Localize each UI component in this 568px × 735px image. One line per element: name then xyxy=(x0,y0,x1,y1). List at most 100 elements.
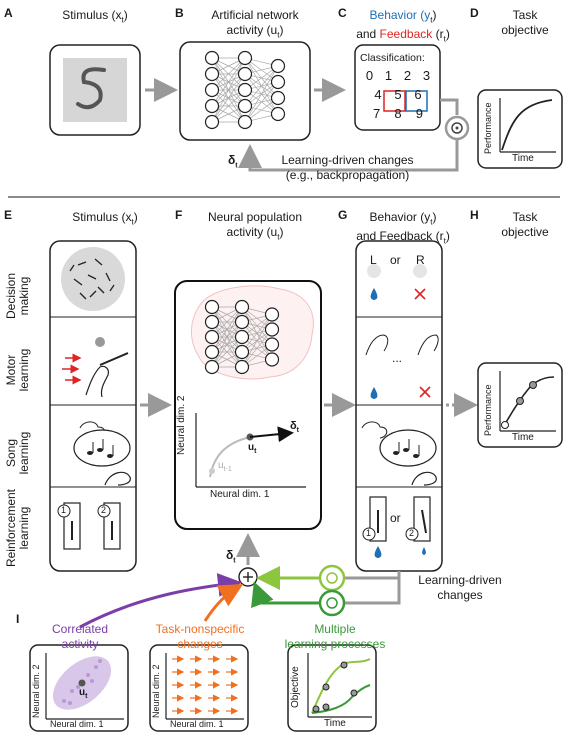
nonspecific-line1: Task-nonspecific xyxy=(155,622,245,636)
panel-c-behavior: Behavior (y xyxy=(369,8,431,22)
perf-point-3 xyxy=(529,381,537,389)
network-node xyxy=(204,114,220,130)
panel-h-title-line2: objective xyxy=(501,225,549,239)
multiple-line1: Multiple xyxy=(314,622,356,636)
network-edge xyxy=(241,329,273,368)
classification-label: Classification: xyxy=(360,52,425,64)
i-dim2-label-1: Neural dim. 2 xyxy=(31,664,41,718)
perf-point-1 xyxy=(501,421,509,429)
panel-c-sub-y: t xyxy=(430,15,433,25)
backprop-line1: Learning-driven changes xyxy=(281,153,414,167)
slow-learning-curve xyxy=(311,684,371,714)
reach-hand-1-icon xyxy=(365,334,389,356)
nonspecific-title: Task-nonspecific changes xyxy=(140,622,260,652)
delta-bottom-sub: t xyxy=(233,557,236,565)
network-node xyxy=(204,66,220,82)
music-notes-icon-2 xyxy=(393,448,419,458)
feedback-darkgreen-arrow xyxy=(251,581,319,609)
network-node xyxy=(204,329,220,345)
multiple-processes-box xyxy=(287,644,377,732)
objective-ylabel-i: Objective xyxy=(290,666,301,708)
digit-1: 1 xyxy=(384,68,393,83)
lever-two-label: 2 xyxy=(409,528,415,538)
manipulandum-handle xyxy=(99,352,129,366)
arrow-c-target xyxy=(440,98,459,115)
target-icon-dot xyxy=(455,126,459,130)
choice-or-label: or xyxy=(390,253,401,267)
panel-b-close: ) xyxy=(279,23,284,37)
network-node xyxy=(270,58,286,74)
delta-top-sym: δ xyxy=(228,153,236,167)
network-edge xyxy=(211,57,246,91)
panel-letter-c: C xyxy=(338,6,347,20)
panel-g-close2: ) xyxy=(445,229,450,244)
motion-dots xyxy=(69,258,115,300)
network-edge xyxy=(211,57,246,123)
network-edge xyxy=(211,89,246,123)
panel-e-close: ) xyxy=(133,210,138,224)
network-edge xyxy=(211,306,243,353)
network-node xyxy=(234,359,250,375)
backprop-label: Learning-driven changes (e.g., backpropa… xyxy=(260,153,435,183)
digit-9: 9 xyxy=(415,106,423,121)
digit-5: 5 xyxy=(394,87,402,102)
state-u-prev-dot xyxy=(209,468,215,474)
ml-point-2 xyxy=(322,703,330,711)
objective-box-top xyxy=(477,89,563,169)
network-node xyxy=(234,314,250,330)
delta-f-sym: δ xyxy=(290,420,297,432)
panel-a-close: ) xyxy=(123,8,128,22)
feedback-red-box xyxy=(383,90,406,112)
network-node xyxy=(234,344,250,360)
music-stems xyxy=(92,439,114,456)
delta-vector-arrow xyxy=(249,426,294,443)
panel-b-title-line1: Artificial network xyxy=(211,8,299,22)
learning-driven-line2: changes xyxy=(437,588,483,602)
network-node xyxy=(234,299,250,315)
motor-dots-label: ... xyxy=(392,351,403,365)
network-edge xyxy=(241,314,273,368)
hand-on-manipulandum-icon xyxy=(85,365,109,398)
panel-h-title-line1: Task xyxy=(512,210,538,224)
i-u-label: ut xyxy=(79,687,87,700)
classification-box xyxy=(354,44,441,131)
stimulus-column-box xyxy=(49,240,137,572)
brain-outline-icon xyxy=(191,285,314,380)
e-lever-two-label: 2 xyxy=(101,505,107,515)
correlated-line2: activity xyxy=(61,637,99,651)
i-dim2-label-2: Neural dim. 2 xyxy=(151,664,161,718)
panel-letter-h: H xyxy=(470,208,479,222)
panel-c-close1: ) xyxy=(432,8,437,22)
panel-b-title: Artificial network activity (ut) xyxy=(185,8,325,42)
panel-letter-i: I xyxy=(16,612,20,626)
time-xlabel-top: Time xyxy=(512,153,534,164)
digit-8: 8 xyxy=(394,106,402,121)
learning-driven-label: Learning-driven changes xyxy=(400,573,520,603)
nonspecific-changes-arrow xyxy=(203,584,244,622)
drift-vector-field xyxy=(172,655,239,715)
network-node xyxy=(264,337,280,352)
digit-row-1: 0 1 2 3 xyxy=(360,68,436,83)
network-node xyxy=(270,106,286,122)
panel-g-sub-r: t xyxy=(443,236,446,246)
arrow-backprop xyxy=(238,140,459,172)
target-icon-inner xyxy=(451,122,463,134)
u-prev-label: ut-1 xyxy=(218,460,232,473)
learning-process-target-2-icon xyxy=(318,589,346,617)
u-prev-sym: u xyxy=(218,460,224,471)
e-lever-one-label: 1 xyxy=(61,505,67,515)
network-node xyxy=(204,344,220,360)
panel-letter-b: B xyxy=(175,6,184,20)
correlated-activity-arrow xyxy=(79,573,242,629)
panel-e-title: Stimulus (xt) xyxy=(45,210,165,229)
network-node xyxy=(270,74,286,90)
network-edge xyxy=(244,81,279,123)
network-node xyxy=(204,299,220,315)
network-node xyxy=(264,322,280,337)
panel-b-sub: t xyxy=(277,30,280,40)
error-x-icon xyxy=(414,288,426,300)
panel-g-title-line2: and Feedback (rt) xyxy=(348,229,458,248)
network-edge xyxy=(211,321,243,368)
correlated-samples xyxy=(62,659,102,705)
juvenile-bird-icon-2 xyxy=(411,471,437,486)
